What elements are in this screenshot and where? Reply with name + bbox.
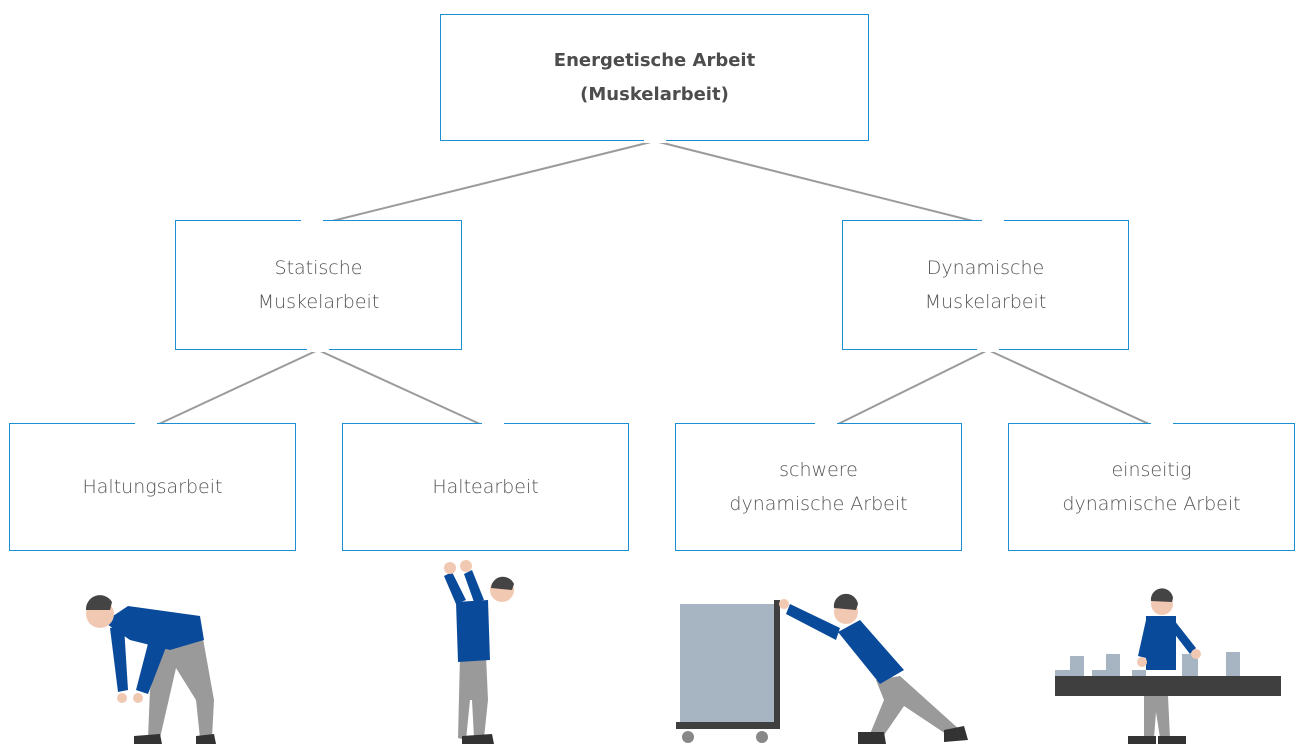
node-energetic-work-line2: (Muskelarbeit) [580,83,729,105]
node-static-line2: Muskelarbeit [257,291,380,313]
node-heavy-line2: dynamische Arbeit [729,493,908,515]
node-onesided-line2: dynamische Arbeit [1062,493,1241,515]
node-posture-work: Haltungsarbeit [9,423,296,551]
border-gap [982,218,1004,224]
node-static-line1: Statische [274,257,363,279]
arrow-static-to-holding [317,349,494,431]
node-heavy-line1: schwere [779,459,858,481]
node-onesided-line1: einseitig [1111,459,1192,481]
arrow-static-to-posture [145,349,319,431]
node-energetic-work: Energetische Arbeit (Muskelarbeit) [440,14,869,141]
node-holding-line1: Haltearbeit [432,476,539,498]
node-energetic-work-line1: Energetische Arbeit [553,49,756,71]
arrow-root-to-static [311,140,656,229]
node-holding-work: Haltearbeit [342,423,629,551]
arrow-dynamic-to-onesided [987,349,1163,431]
node-onesided-dynamic-work: einseitig dynamische Arbeit [1008,423,1295,551]
border-gap [135,421,157,427]
border-gap [977,346,999,352]
node-dynamic-line1: Dynamische [926,257,1045,279]
node-dynamic-line2: Muskelarbeit [924,291,1047,313]
border-gap [1151,421,1173,427]
border-gap [301,218,323,224]
border-gap [815,421,837,427]
border-gap [307,346,329,352]
border-gap [482,421,504,427]
arrow-dynamic-to-heavy [825,349,989,431]
border-gap [644,137,666,143]
node-posture-line1: Haltungsarbeit [82,476,223,498]
node-heavy-dynamic-work: schwere dynamische Arbeit [675,423,962,551]
arrow-root-to-dynamic [654,140,994,229]
